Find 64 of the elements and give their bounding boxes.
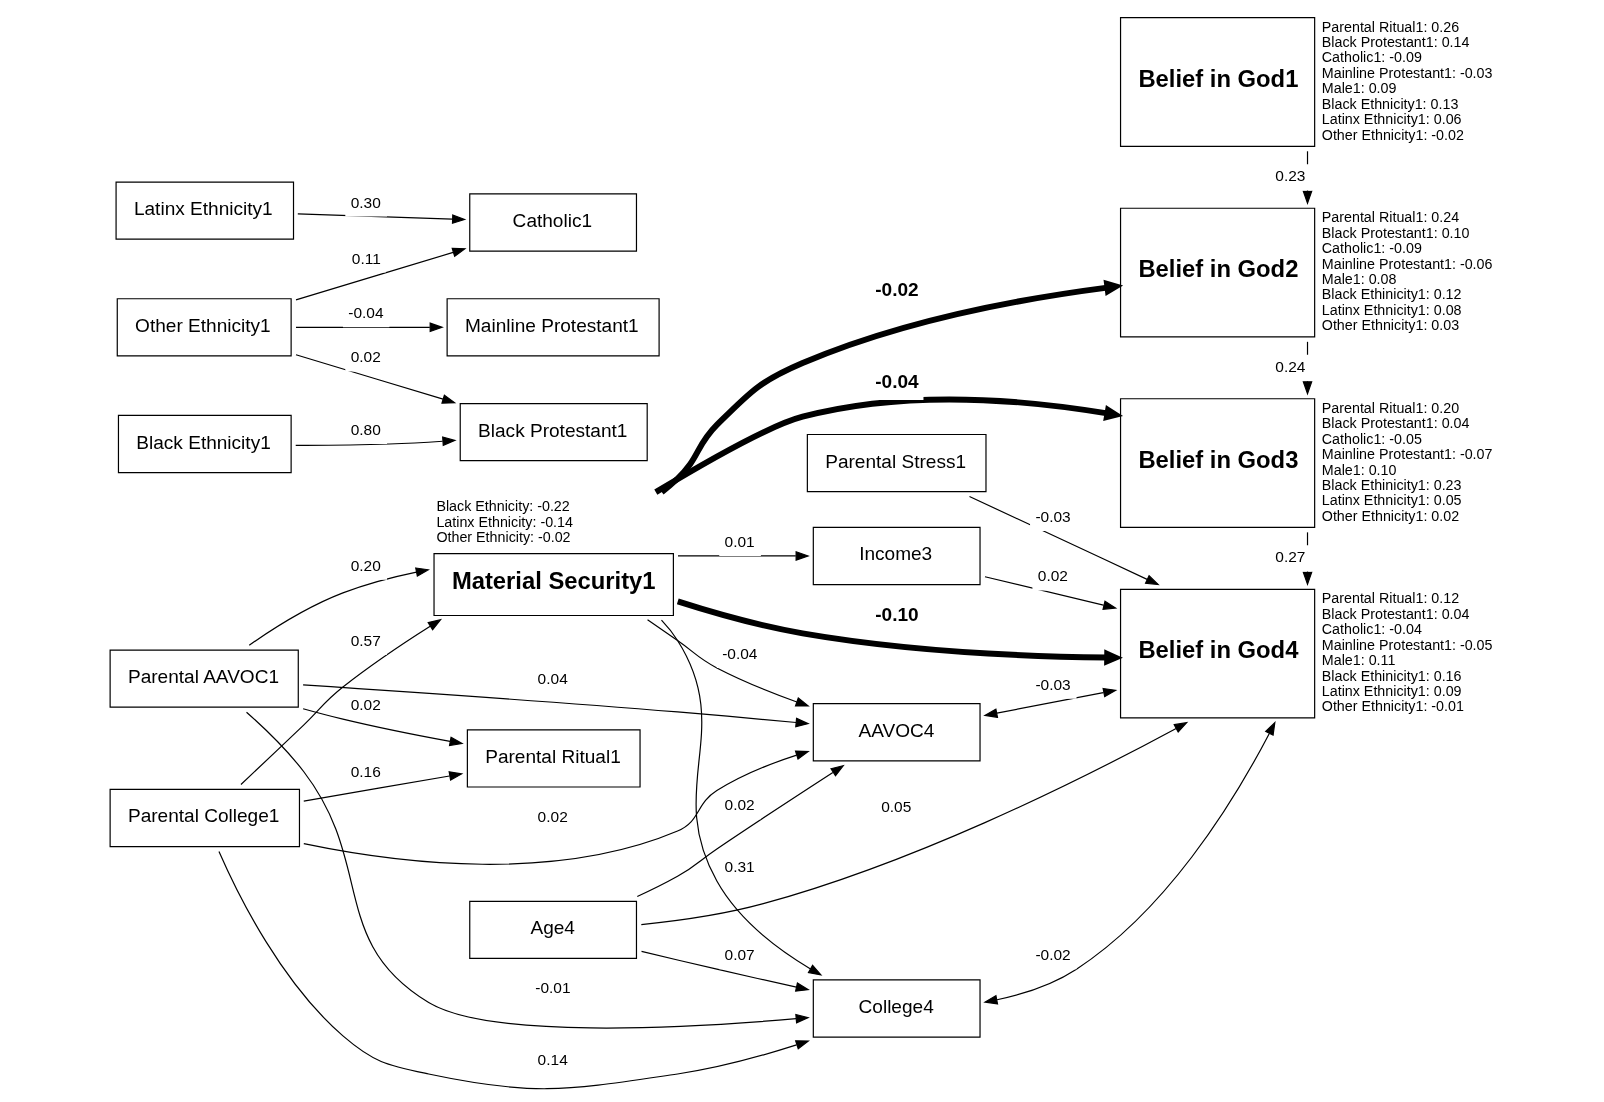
node-label: Male1: 0.08 — [1321, 270, 1397, 287]
node-label: Black Protestant1: 0.14 — [1321, 34, 1470, 50]
edge-label: 0.02 — [350, 696, 381, 714]
edge-label: 0.23 — [1275, 167, 1306, 185]
node-label: Catholic1: -0.05 — [1321, 430, 1422, 447]
node-label: Catholic1: -0.04 — [1321, 621, 1422, 638]
edge-label: -0.01 — [535, 979, 571, 997]
node-label: Latinx Ethnicity1: 0.06 — [1321, 111, 1462, 128]
edge-label: -0.03 — [1035, 675, 1071, 693]
edge-label: -0.02 — [875, 279, 919, 301]
edge-label: -0.04 — [875, 370, 919, 392]
edge-label: 0.11 — [351, 249, 381, 267]
edge-label: 0.07 — [724, 946, 755, 964]
node-label: Parental Ritual1: 0.26 — [1321, 18, 1460, 35]
edge-label: 0.02 — [350, 348, 381, 366]
node-label: Mainline Protestant1: -0.05 — [1321, 636, 1493, 653]
edge-label: 0.01 — [724, 532, 755, 550]
node-label: Parental Ritual1: 0.24 — [1321, 209, 1460, 226]
node-label: Black Protestant1: 0.10 — [1321, 224, 1470, 241]
edge-label: 0.16 — [350, 762, 381, 780]
edge-label: 0.30 — [350, 193, 381, 211]
node-label: Mainline Protestant1: -0.03 — [1321, 64, 1493, 81]
edge-label: -0.03 — [1035, 507, 1071, 525]
edge-label: -0.04 — [348, 304, 384, 322]
edge-label: 0.80 — [350, 420, 381, 438]
node-label: Catholic1: -0.09 — [1321, 49, 1422, 66]
edge-label: 0.02 — [537, 808, 568, 825]
node-label: Black Ethinicity1: 0.16 — [1321, 667, 1462, 684]
edge-label: -0.10 — [875, 604, 919, 626]
node-label: Mainline Protestant1: -0.07 — [1321, 446, 1493, 463]
edge-label: 0.27 — [1275, 548, 1306, 566]
node-label: Other Ethnicity1: 0.02 — [1321, 507, 1460, 524]
node-label: Black Protestant1: 0.04 — [1321, 605, 1470, 622]
edge-label: -0.04 — [722, 644, 758, 662]
edge-label: 0.04 — [537, 669, 568, 687]
edge-label: 0.02 — [1037, 567, 1068, 585]
node-label: Other Ethnicity1: 0.03 — [1321, 317, 1460, 334]
node-label: Other Ethnicity1: -0.01 — [1321, 698, 1464, 715]
node-label: Black Protestant1: 0.04 — [1321, 415, 1470, 432]
edge-label: 0.14 — [537, 1050, 568, 1068]
node-label: Other Ethnicity: -0.02 — [436, 529, 571, 546]
edge-label: 0.02 — [724, 796, 755, 814]
node-label: Mainline Protestant1: -0.06 — [1321, 255, 1493, 272]
edge-label: -0.02 — [1035, 946, 1071, 964]
node-label: Black Ethinicity1: 0.12 — [1321, 286, 1462, 303]
node-label: Latinx Ethnicity: -0.14 — [436, 513, 573, 530]
node-label: Male1: 0.09 — [1321, 80, 1397, 97]
node-label: Male1: 0.10 — [1321, 461, 1397, 478]
node-label: Latinx Ethnicity1: 0.08 — [1321, 301, 1462, 318]
node-label: Catholic1: -0.09 — [1321, 240, 1422, 257]
edge-label: 0.24 — [1275, 357, 1306, 375]
node-label: Parental Ritual1: 0.12 — [1321, 590, 1460, 607]
node-label: Other Ethnicity1: -0.02 — [1321, 126, 1464, 143]
node-label: Parental Ritual1: 0.20 — [1321, 399, 1460, 416]
node-label: Black Ethnicity: -0.22 — [436, 498, 570, 515]
node-label: Latinx Ethnicity1: 0.09 — [1321, 683, 1462, 700]
node-label: Male1: 0.11 — [1321, 652, 1396, 669]
edge-label: 0.31 — [724, 858, 755, 876]
node-label: Black Ethinicity1: 0.23 — [1321, 476, 1462, 493]
edge-label: 0.20 — [350, 556, 381, 574]
edge-label: 0.57 — [350, 631, 381, 649]
node-label: Latinx Ethnicity1: 0.05 — [1321, 492, 1462, 509]
edge-label: 0.05 — [881, 798, 912, 816]
node-label: Black Ethnicity1: 0.13 — [1321, 95, 1459, 112]
